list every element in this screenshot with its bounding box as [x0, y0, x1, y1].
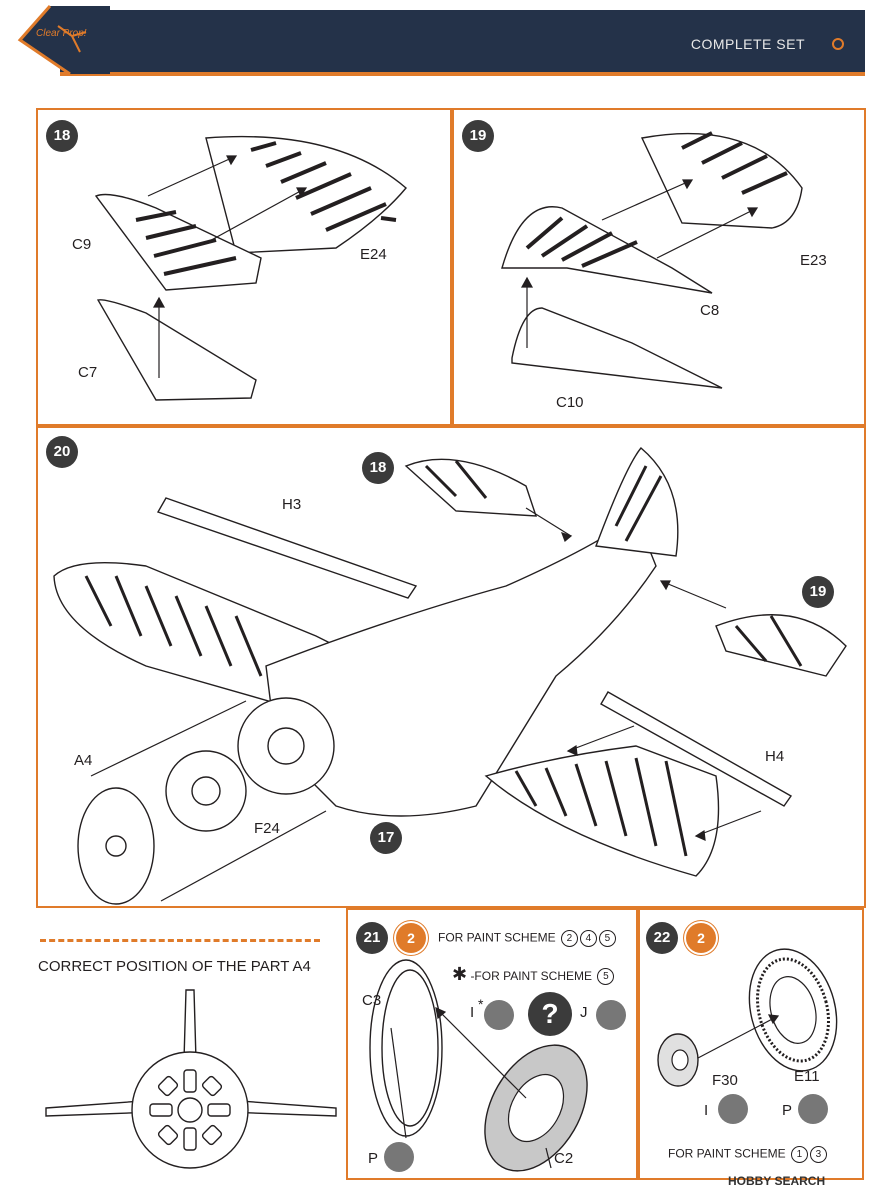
watermark: HOBBY SEARCH — [728, 1174, 826, 1188]
step-18-badge: 18 — [46, 120, 78, 152]
paint-i-star: * — [478, 996, 484, 1012]
step-22-panel — [638, 908, 864, 1180]
part-c2-label: C2 — [554, 1150, 574, 1167]
part-c7-label: C7 — [78, 364, 98, 381]
part-h4-label: H4 — [765, 748, 785, 765]
step-21-quantity-badge: 2 — [396, 923, 426, 953]
paint-p-label: P — [368, 1150, 379, 1167]
step-20-ref-18: 18 — [362, 452, 394, 484]
step-22-drawing — [657, 948, 838, 1087]
paint-p-label-22: P — [782, 1102, 793, 1119]
step-20-aircraft-drawing — [53, 447, 847, 905]
page-title: COMPLETE SET — [690, 36, 805, 52]
step-20-panel — [36, 426, 866, 908]
brand-name: Clear Prop! — [36, 28, 87, 39]
part-a4-label: A4 — [74, 752, 93, 769]
separator-dashes — [40, 939, 320, 942]
step-18-drawing — [94, 135, 407, 401]
step-19-panel — [452, 108, 866, 426]
paint-i-label: I — [470, 1004, 475, 1021]
paint-pot-p-22-icon — [798, 1094, 828, 1124]
header-accent-line — [60, 72, 865, 76]
part-h3-label: H3 — [282, 496, 302, 513]
correct-position-drawing — [45, 989, 337, 1169]
part-c8-label: C8 — [700, 302, 720, 319]
step-19-badge: 19 — [462, 120, 494, 152]
step-21-note-2: ✱ -FOR PAINT SCHEME 5 — [452, 964, 615, 986]
step-21-drawing — [369, 959, 588, 1172]
page-header: Clear Prop! COMPLETE SET — [0, 0, 887, 76]
step-19-drawing — [501, 131, 803, 389]
paint-pot-i-22-icon — [718, 1094, 748, 1124]
step-21-badge: 21 — [356, 922, 388, 954]
part-e11-label: E11 — [794, 1068, 820, 1085]
step-20-badge: 20 — [46, 436, 78, 468]
step-21-panel — [346, 908, 638, 1180]
paint-i-label-22: I — [704, 1102, 709, 1119]
question-icon: ? — [528, 992, 572, 1036]
part-f30-label: F30 — [712, 1072, 738, 1089]
paint-pot-i-icon — [484, 1000, 514, 1030]
step-22-quantity-badge: 2 — [686, 923, 716, 953]
brand-logo — [17, 5, 110, 76]
paint-j-label: J — [580, 1004, 588, 1021]
part-c10-label: C10 — [556, 394, 584, 411]
step-20-ref-17: 17 — [370, 822, 402, 854]
header-bar — [60, 10, 865, 72]
part-c9-label: C9 — [72, 236, 92, 253]
step-20-ref-19: 19 — [802, 576, 834, 608]
step-18-panel — [36, 108, 452, 426]
part-e24-label: E24 — [360, 246, 387, 263]
step-22-badge: 22 — [646, 922, 678, 954]
paint-pot-j-icon — [596, 1000, 626, 1030]
correct-position-title: CORRECT POSITION OF THE PART A4 — [38, 958, 311, 975]
part-c3-label: C3 — [362, 992, 382, 1009]
part-f24-label: F24 — [254, 820, 280, 837]
header-dot-icon — [832, 38, 844, 50]
part-e23-label: E23 — [800, 252, 827, 269]
paint-pot-p-icon — [384, 1142, 414, 1172]
